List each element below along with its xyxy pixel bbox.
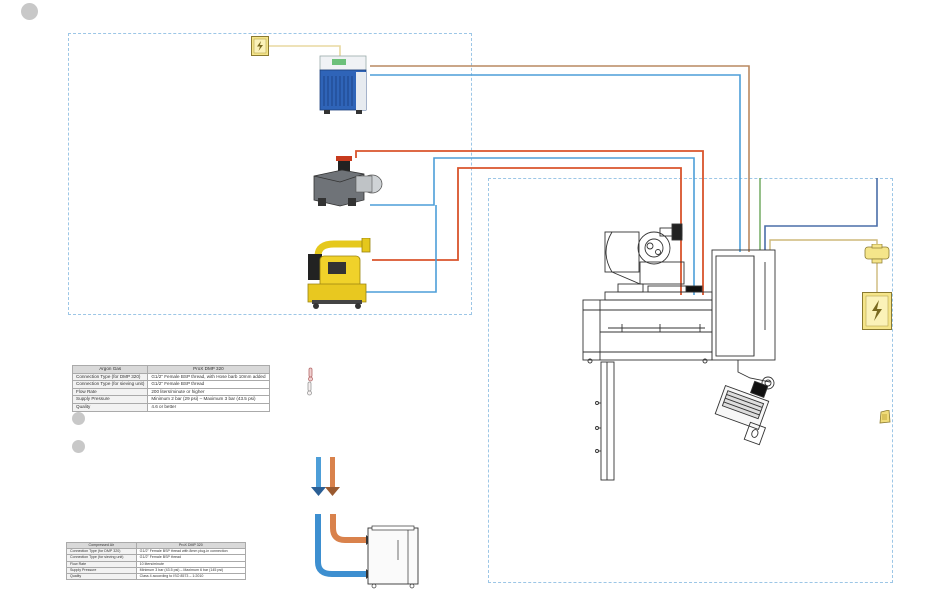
table-cell: Minimum 3 bar (43.5 psi) – Maximum 6 bar… bbox=[135, 566, 247, 575]
vacuum-blue-line bbox=[370, 157, 695, 295]
vacuum-pump-icon bbox=[313, 156, 383, 207]
thermometer-icons bbox=[307, 367, 313, 396]
section-marker-2 bbox=[72, 412, 85, 425]
table-cell: 200 liters/minute or higher bbox=[147, 387, 270, 397]
table-cell: G1/2" Female BSP thread bbox=[147, 380, 270, 389]
vacuum-red-line bbox=[355, 150, 704, 295]
table-cell: Minimum 2 bar (29 psi) – Maximum 3 bar (… bbox=[147, 395, 270, 404]
table-row: Quality 4.6 or better bbox=[71, 402, 270, 412]
flow-arrows bbox=[311, 457, 340, 496]
section-marker-1 bbox=[21, 3, 38, 20]
table-header: Argon Gas bbox=[71, 365, 149, 374]
power-plug-icon bbox=[862, 292, 892, 330]
table-cell: Flow Rate bbox=[71, 387, 149, 397]
table-row: Connection Type (for DMP 320) G1/2" Fema… bbox=[71, 372, 270, 382]
utilities-zone bbox=[68, 33, 472, 315]
table-row: Supply Pressure Minimum 3 bar (43.5 psi)… bbox=[66, 566, 247, 575]
navy-line bbox=[764, 178, 878, 250]
table-row: Connection Type (for sieving unit) G1/2"… bbox=[71, 380, 270, 389]
compressor-red-line bbox=[372, 167, 682, 295]
section-marker-3 bbox=[72, 440, 85, 453]
table-row: Quality Class 4 according to ISO 8573 – … bbox=[66, 572, 247, 581]
printer-room-zone bbox=[488, 178, 893, 583]
power-plug-icon bbox=[251, 36, 269, 56]
compressor-icon bbox=[307, 238, 371, 309]
table-row: Supply Pressure Minimum 2 bar (29 psi) –… bbox=[71, 395, 270, 404]
table-cell: 4.6 or better bbox=[147, 402, 270, 412]
table-header-row: Argon Gas ProX DMP 320 bbox=[71, 365, 270, 374]
table-cell: Quality bbox=[66, 572, 137, 581]
table-cell: Connection Type (for sieving unit) bbox=[71, 380, 149, 389]
power-plug-icon bbox=[879, 410, 891, 424]
table-cell: Connection Type (for DMP 320) bbox=[71, 372, 149, 382]
power-plug-icon bbox=[864, 244, 890, 264]
table-cell: Supply Pressure bbox=[71, 395, 149, 404]
table-cell: Quality bbox=[71, 402, 149, 412]
chiller-unit-icon bbox=[319, 55, 367, 114]
chiller-supply-line bbox=[370, 65, 750, 252]
compressed-air-spec-table: Compressed Air ProX DMP 320 Connection T… bbox=[66, 541, 247, 581]
sieving-unit-drawing bbox=[315, 514, 419, 589]
table-header: ProX DMP 320 bbox=[135, 541, 247, 550]
table-cell: Class 4 according to ISO 8573 – 1:2010 bbox=[135, 572, 247, 581]
chiller-power-cable bbox=[268, 45, 341, 56]
table-cell: G1/2" Female BSP thread with 8mm plug-in… bbox=[135, 548, 247, 556]
table-row: Connection Type (for DMP 320) G1/2" Fema… bbox=[66, 548, 247, 556]
compressor-blue-line bbox=[366, 205, 437, 293]
argon-gas-spec-table: Argon Gas ProX DMP 320 Connection Type (… bbox=[71, 365, 270, 412]
power-line bbox=[769, 239, 878, 250]
table-cell: G1/2" Female BSP thread, with Hose barb … bbox=[147, 372, 270, 382]
table-header: ProX DMP 320 bbox=[147, 365, 270, 374]
table-row: Flow Rate 200 liters/minute or higher bbox=[71, 387, 270, 397]
printer-drawing bbox=[582, 223, 776, 481]
keyboard-terminal bbox=[714, 380, 770, 446]
table-header-row: Compressed Air ProX DMP 320 bbox=[66, 541, 247, 550]
chiller-return-line bbox=[370, 74, 741, 252]
